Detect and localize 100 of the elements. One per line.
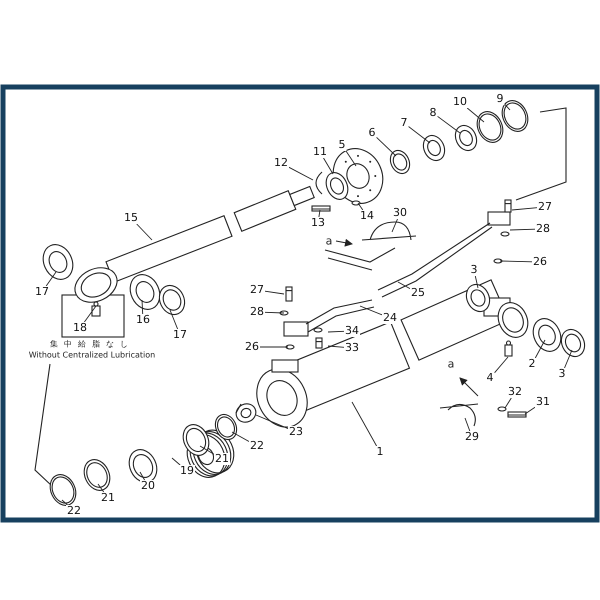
leader-line	[84, 306, 96, 322]
leader-line	[172, 458, 181, 466]
leader-line	[328, 346, 344, 348]
leader-line	[392, 218, 398, 232]
leader-line	[264, 312, 284, 314]
leader-line	[352, 402, 378, 446]
callout-number: 22	[249, 440, 265, 452]
leader-line	[398, 282, 410, 290]
leader-line	[170, 310, 178, 330]
callout-number: 26	[532, 256, 548, 268]
callout-number: 21	[100, 492, 116, 504]
callout-number: 7	[400, 117, 408, 129]
callout-number: 30	[392, 207, 408, 219]
leader-line	[264, 290, 284, 294]
callout-number: 11	[312, 146, 328, 158]
view-label: a	[326, 234, 332, 248]
washer	[351, 200, 361, 206]
leader-line	[360, 306, 382, 316]
callout-number: 26	[244, 341, 260, 353]
callout-number: 22	[66, 505, 82, 517]
callout-number: 19	[179, 465, 195, 477]
seal-ring	[315, 172, 322, 194]
callout-number: 14	[359, 210, 375, 222]
seal-ring	[454, 124, 478, 152]
seal-ring	[502, 100, 528, 132]
note-text: Without Centralized Lubrication	[28, 350, 156, 360]
bolt	[504, 199, 512, 213]
callout-number: 10	[452, 96, 468, 108]
leader-line	[510, 228, 536, 230]
callout-number: 23	[288, 426, 304, 438]
callout-number: 12	[273, 157, 289, 169]
seal-ring	[130, 274, 160, 310]
bolt	[285, 286, 293, 302]
leader-line	[62, 500, 68, 506]
seal-ring	[84, 459, 110, 491]
callout-number: 5	[338, 139, 346, 151]
leader-line	[564, 350, 572, 368]
callout-number: 8	[428, 107, 438, 119]
seal-ring	[532, 318, 562, 352]
leader-line	[512, 207, 538, 210]
callout-number: 29	[464, 431, 480, 443]
callout-number: 16	[135, 314, 151, 326]
leader-line	[136, 224, 152, 240]
leader-line	[328, 330, 344, 332]
callout-number: 6	[368, 127, 376, 139]
seal-ring	[50, 474, 76, 506]
callout-number: 13	[310, 217, 326, 229]
seal-ring	[326, 172, 348, 200]
callout-number: 28	[535, 223, 551, 235]
callout-number: 17	[172, 329, 188, 341]
leader-line	[504, 398, 512, 408]
leader-line	[474, 276, 478, 288]
callout-number: 20	[140, 480, 156, 492]
leader-line	[466, 108, 484, 122]
leader-line	[140, 472, 146, 480]
callout-number: 17	[34, 286, 50, 298]
leader-line	[408, 126, 430, 144]
leader-line	[288, 166, 314, 180]
callout-number: 3	[558, 368, 566, 380]
grease-fitting	[504, 340, 513, 357]
callout-number: 2	[528, 358, 536, 370]
seal-ring	[390, 150, 410, 174]
seal-ring	[42, 244, 74, 280]
callout-number: 1	[376, 446, 384, 458]
leader-line	[500, 260, 532, 262]
leader-line	[524, 406, 536, 414]
callout-number: 18	[72, 322, 88, 334]
leader-line	[46, 272, 56, 286]
leader-line	[358, 202, 364, 210]
seal-ring	[422, 134, 446, 162]
leader-line	[534, 340, 546, 358]
seal-ring	[476, 111, 504, 143]
callout-number: 27	[537, 201, 553, 213]
leader-line	[232, 432, 250, 442]
leader-line	[200, 446, 214, 455]
note-text: 集中給脂なし	[50, 338, 134, 350]
callout-number: 21	[214, 453, 230, 465]
leader-line	[318, 210, 320, 218]
callout-number: 31	[535, 396, 551, 408]
seal-ring	[214, 414, 238, 440]
bolt	[311, 205, 331, 212]
leader-line	[346, 150, 356, 166]
view-label: a	[448, 358, 454, 370]
seal-ring	[182, 424, 210, 456]
leader-line	[464, 418, 470, 432]
seal-ring	[560, 328, 586, 358]
leader-line	[98, 484, 104, 492]
leader-line	[256, 414, 288, 430]
callout-number: 28	[249, 306, 265, 318]
leader-line	[260, 346, 288, 348]
nut	[236, 403, 256, 423]
leader-line	[142, 300, 144, 314]
leader-line	[323, 158, 334, 174]
grease-fitting	[91, 301, 101, 317]
seal-ring	[158, 284, 186, 316]
leader-line	[437, 116, 460, 134]
callout-number: 9	[496, 93, 504, 105]
clamp	[324, 221, 417, 271]
leader-line	[504, 104, 510, 110]
leader-line	[376, 136, 396, 156]
